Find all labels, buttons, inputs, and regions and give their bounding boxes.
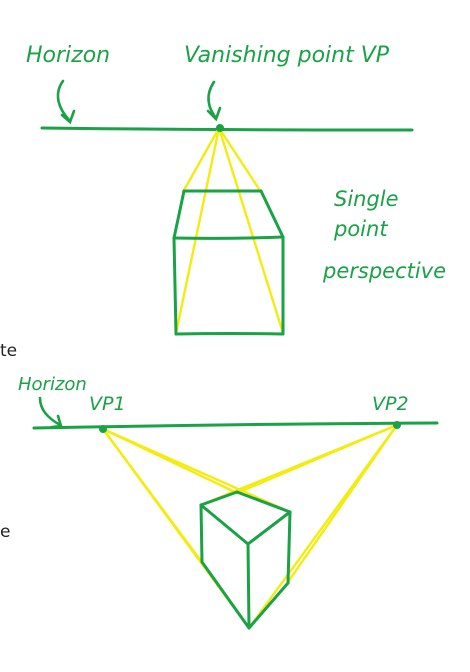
construction-lines-top xyxy=(174,126,285,335)
vp2-dot xyxy=(393,421,401,429)
single-point-label-line1: Single xyxy=(334,187,399,211)
horizon-label-top: Horizon xyxy=(26,43,110,68)
single-point-label-line3: perspective xyxy=(322,259,446,283)
vp1-label: VP1 xyxy=(89,393,126,415)
horizon-line-bottom xyxy=(32,421,439,430)
clipped-text-fragment-1: te xyxy=(0,341,18,361)
vp-arrow xyxy=(206,80,222,122)
vanishing-point-label: Vanishing point VP xyxy=(184,43,390,68)
single-point-section: Horizon Vanishing point VP Single point … xyxy=(26,43,446,336)
horizon-label-bottom: Horizon xyxy=(18,374,87,395)
vp2-label: VP2 xyxy=(372,393,409,415)
horizon-arrow-top xyxy=(56,79,76,125)
single-point-label-line2: point xyxy=(333,217,388,241)
vanishing-point-dot xyxy=(216,124,224,132)
two-point-cube xyxy=(199,490,292,630)
vp1-dot xyxy=(99,425,107,433)
horizon-line-top xyxy=(40,126,414,132)
two-point-section: Horizon VP1 VP2 xyxy=(18,374,439,630)
single-point-box xyxy=(172,189,285,336)
horizon-arrow-bottom xyxy=(38,396,63,429)
clipped-text-fragment-2: e xyxy=(0,522,11,542)
